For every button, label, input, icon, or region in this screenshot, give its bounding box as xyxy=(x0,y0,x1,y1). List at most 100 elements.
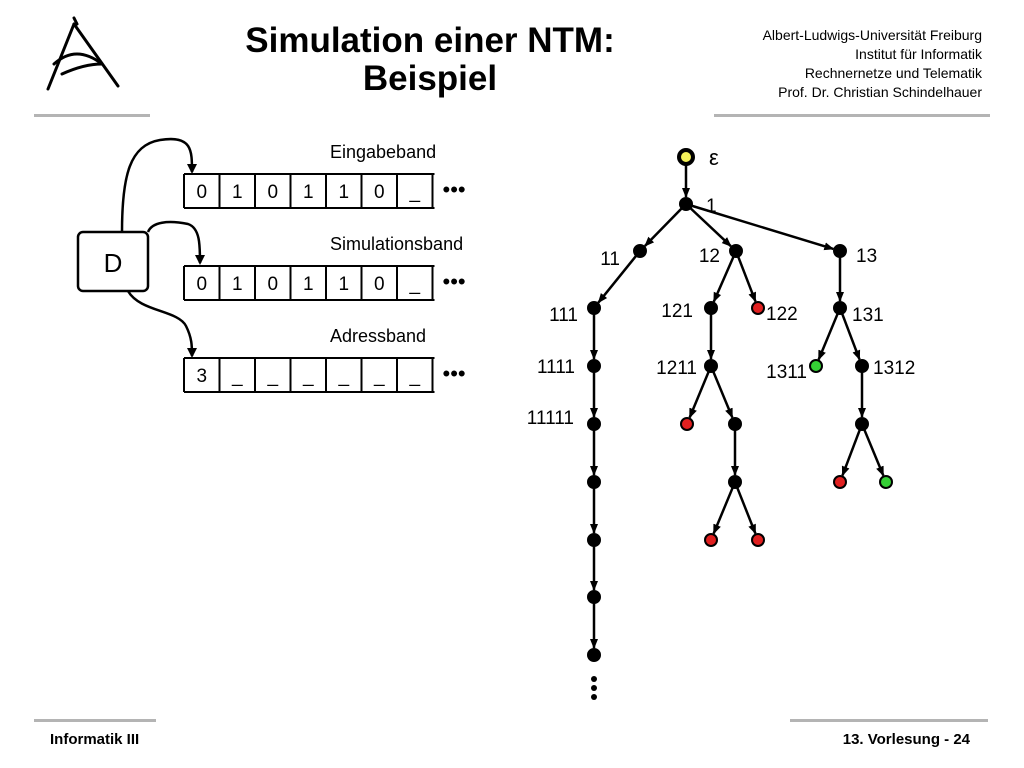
tree-node-n11 xyxy=(633,244,647,258)
tape-cell: 1 xyxy=(303,274,314,295)
arrow-to-simulationsband xyxy=(146,220,205,265)
arrow-to-adressband xyxy=(126,290,197,358)
tape-cell: 1 xyxy=(338,182,349,203)
tree-node-label: 12 xyxy=(699,246,720,267)
tree-edge xyxy=(863,429,885,477)
tape-cell: 0 xyxy=(374,274,385,295)
tree-node-n1312 xyxy=(855,359,869,373)
tree-node-r3 xyxy=(751,533,765,547)
tree-node-c8 xyxy=(587,590,601,604)
title-line-2: Beispiel xyxy=(362,59,498,98)
tree-node-n1111 xyxy=(587,359,601,373)
tree-node-n11111 xyxy=(587,417,601,431)
tape-cell: _ xyxy=(408,366,420,387)
ellipsis-dots xyxy=(591,676,597,700)
tree-edge xyxy=(712,255,735,303)
tree-node-label: 1111 xyxy=(537,357,575,378)
tapes: Eingabeband 0 1 0 1 1 0 _ ••• Simulationsband 0 1 0 1… xyxy=(183,142,466,393)
tree-node-eps xyxy=(677,148,695,166)
slide-title: Simulation einer NTM: Beispiel xyxy=(180,22,680,98)
tree-node-label: 121 xyxy=(661,301,693,322)
tree-node-label: 131 xyxy=(852,305,884,326)
tree-node-n111 xyxy=(587,301,601,315)
tape-cell: 0 xyxy=(267,182,278,203)
tree-node-label: 1211 xyxy=(656,358,697,379)
tape-cell: 1 xyxy=(232,182,243,203)
tree-edge xyxy=(817,313,839,361)
tape-label: Eingabeband xyxy=(330,142,436,162)
tree-node-label: ε xyxy=(709,145,719,170)
tree-edge xyxy=(597,254,638,304)
tape-cell: 1 xyxy=(232,274,243,295)
control-unit-box xyxy=(76,230,150,293)
tree-node-g2 xyxy=(879,475,893,489)
tree-node-b1 xyxy=(728,417,742,431)
footer-rule-left xyxy=(34,719,156,722)
tree-node-r2 xyxy=(704,533,718,547)
tape-cell: 0 xyxy=(196,274,207,295)
tape-continuation: ••• xyxy=(443,269,466,294)
header-rule-left xyxy=(34,114,150,117)
tape-cell: 0 xyxy=(267,274,278,295)
tape-cell: 1 xyxy=(338,274,349,295)
tree-node-c7 xyxy=(587,533,601,547)
tape-cell: _ xyxy=(337,366,349,387)
tree-node-label: 1 xyxy=(706,196,717,217)
tree-node-label: 13 xyxy=(856,246,877,267)
tree-node-label: 111 xyxy=(549,305,578,326)
institution-line: Rechnernetze und Telematik xyxy=(804,65,982,81)
machine-diagram: D Eingabeband 0 1 0 1 1 0 _ ••• Simulationsband 0 1… xyxy=(76,137,466,393)
institution-line: Prof. Dr. Christian Schindelhauer xyxy=(778,84,982,100)
tree-node-b3 xyxy=(855,417,869,431)
tree-node-n121 xyxy=(704,301,718,315)
tape-cell: _ xyxy=(408,182,420,203)
arrow-to-eingabeband xyxy=(120,137,197,233)
course-name: Informatik III xyxy=(50,731,140,748)
tree-node-n131 xyxy=(833,301,847,315)
tape-cell: _ xyxy=(408,274,420,295)
tree-edge xyxy=(736,487,757,535)
tree-edge xyxy=(688,371,710,419)
tree-node-n12 xyxy=(729,244,743,258)
tree-edge xyxy=(644,207,683,247)
tree-node-r1 xyxy=(680,417,694,431)
tree-edge xyxy=(712,487,734,535)
tape-continuation: ••• xyxy=(443,177,466,202)
tree-edge xyxy=(712,371,734,419)
tape-continuation: ••• xyxy=(443,361,466,386)
title-line-1: Simulation einer NTM: xyxy=(245,21,615,60)
tree-node-label: 11111 xyxy=(527,408,574,429)
institution-block: Albert-Ludwigs-Universität Freiburg Inst… xyxy=(682,26,982,102)
tape-cell: _ xyxy=(266,366,278,387)
university-logo xyxy=(46,16,120,91)
tree-node-n13 xyxy=(833,244,847,258)
tree-node-label: 1312 xyxy=(873,358,915,379)
tree-edge xyxy=(840,313,861,361)
tree-edge xyxy=(736,256,757,303)
tree-node-label: 1311 xyxy=(766,362,807,383)
tape-label: Adressband xyxy=(330,326,426,346)
tree-node-n122 xyxy=(751,301,765,315)
tree-node-c9 xyxy=(587,648,601,662)
lecture-page: 13. Vorlesung - 24 xyxy=(842,731,970,748)
tape-cell: 0 xyxy=(196,182,207,203)
tape-cell: _ xyxy=(373,366,385,387)
tree-node-label: 122 xyxy=(766,304,798,325)
tape-cell: 1 xyxy=(303,182,314,203)
tree-node-n1311 xyxy=(809,359,823,373)
footer-rule-right xyxy=(790,719,988,722)
institution-line: Institut für Informatik xyxy=(855,46,982,62)
tree-node-n1211 xyxy=(704,359,718,373)
tree-edge xyxy=(841,429,862,477)
header-rule-right xyxy=(714,114,990,117)
control-unit-label: D xyxy=(104,248,123,278)
tape-cell: 3 xyxy=(196,366,207,387)
tree-edge xyxy=(691,204,835,251)
tree-node-n1 xyxy=(679,197,693,211)
tree-node-b2 xyxy=(728,475,742,489)
tape-label: Simulationsband xyxy=(330,234,463,254)
tree-node-r4 xyxy=(833,475,847,489)
tape-cell: 0 xyxy=(374,182,385,203)
tape-cell: _ xyxy=(302,366,314,387)
